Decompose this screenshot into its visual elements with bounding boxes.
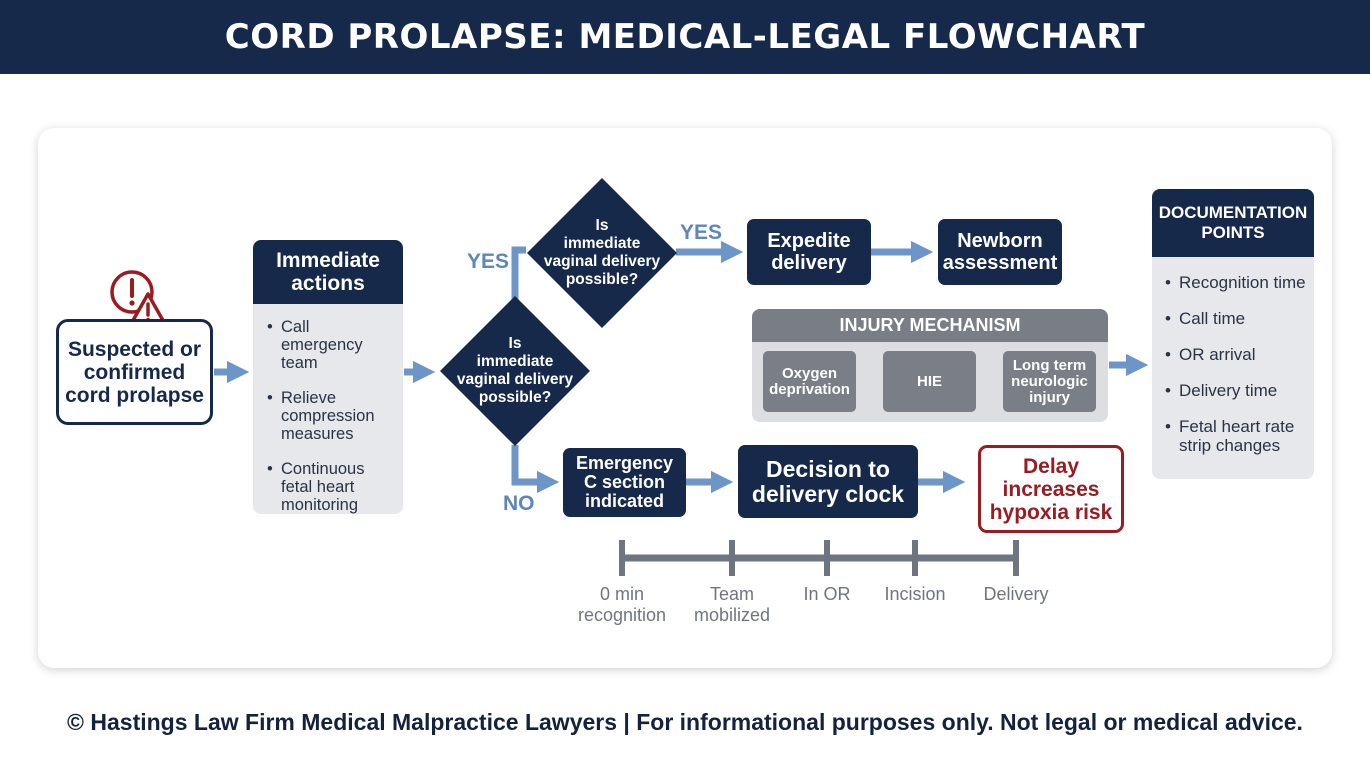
injury-mechanism-title: INJURY MECHANISM <box>752 309 1108 342</box>
footer-disclaimer: © Hastings Law Firm Medical Malpractice … <box>67 708 1303 735</box>
timeline-label-incision: Incision <box>884 584 946 604</box>
list-item: Delivery time <box>1165 381 1308 400</box>
timeline-label-delivery: Delivery <box>983 584 1049 604</box>
no-label: NO <box>503 492 535 515</box>
documentation-points-panel: DOCUMENTATION POINTS Recognition time Ca… <box>1152 189 1314 479</box>
timeline-bar <box>619 540 1019 576</box>
list-item: OR arrival <box>1165 345 1308 364</box>
timeline-label-in-or: In OR <box>803 584 851 604</box>
decision-diamond-lower <box>440 296 590 446</box>
suspected-cord-prolapse-box: Suspected or confirmed cord prolapse <box>56 319 213 425</box>
yes-label-lower: YES <box>467 250 510 273</box>
hie-box: HIE <box>883 351 976 412</box>
immediate-actions-title: Immediate actions <box>253 240 403 304</box>
yes-label-upper: YES <box>680 221 723 244</box>
list-item: Call time <box>1165 309 1308 328</box>
documentation-points-title: DOCUMENTATION POINTS <box>1152 189 1314 257</box>
arrow-no-branch <box>511 445 560 494</box>
decision-diamond-upper <box>527 178 677 328</box>
list-item: Recognition time <box>1165 273 1308 292</box>
arrow-yes-branch <box>511 246 526 300</box>
page-title: CORD PROLAPSE: MEDICAL-LEGAL FLOWCHART <box>0 0 1370 74</box>
